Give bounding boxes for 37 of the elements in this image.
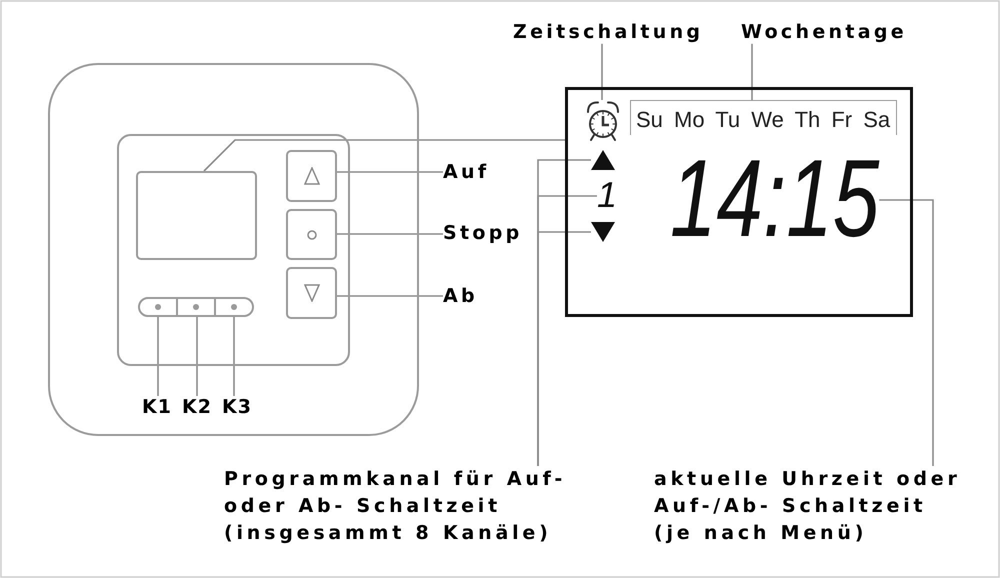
mini-display (136, 171, 257, 260)
up-button (286, 150, 337, 202)
down-button (286, 267, 337, 319)
leader-line (751, 44, 753, 100)
callout-label: Wochentage (741, 21, 907, 44)
leader-line (233, 317, 235, 396)
channel-button (178, 297, 216, 317)
callout-label: K3 (222, 396, 252, 419)
channel-number: 1 (597, 181, 618, 210)
callout-label: Ab (443, 285, 478, 308)
weekday-row: Su Mo Tu We Th Fr Sa (630, 100, 897, 135)
leader-line (337, 171, 443, 173)
channel-button (138, 297, 178, 317)
channel-button (216, 297, 254, 317)
leader-line (196, 317, 198, 396)
callout-label: K1 (142, 396, 172, 419)
leader-line (157, 317, 159, 396)
callout-label: Stopp (443, 222, 523, 245)
annotation-text: aktuelle Uhrzeit oder Auf-/Ab- Schaltzeit (je nach Menü) (654, 466, 972, 547)
down-triangle-icon (591, 222, 615, 242)
alarm-clock-icon (585, 100, 621, 142)
callout-label: Auf (443, 161, 490, 184)
lcd-display (565, 87, 913, 317)
stop-button (286, 209, 337, 260)
connector-line (203, 139, 565, 172)
leader-line (337, 233, 443, 235)
up-triangle-icon (591, 150, 615, 170)
callout-label: Zeitschaltung (513, 21, 704, 44)
leader-line (601, 44, 603, 100)
control-panel (117, 134, 350, 366)
annotation-text: Programmkanal für Auf- oder Ab- Schaltzeit (insgesammt 8 Kanäle) (224, 466, 586, 547)
time-readout: 14:15 (670, 155, 880, 243)
callout-label: K2 (182, 396, 212, 419)
leader-line (879, 199, 934, 466)
leader-line (537, 231, 591, 466)
device-housing (48, 63, 419, 436)
leader-line (337, 295, 443, 297)
